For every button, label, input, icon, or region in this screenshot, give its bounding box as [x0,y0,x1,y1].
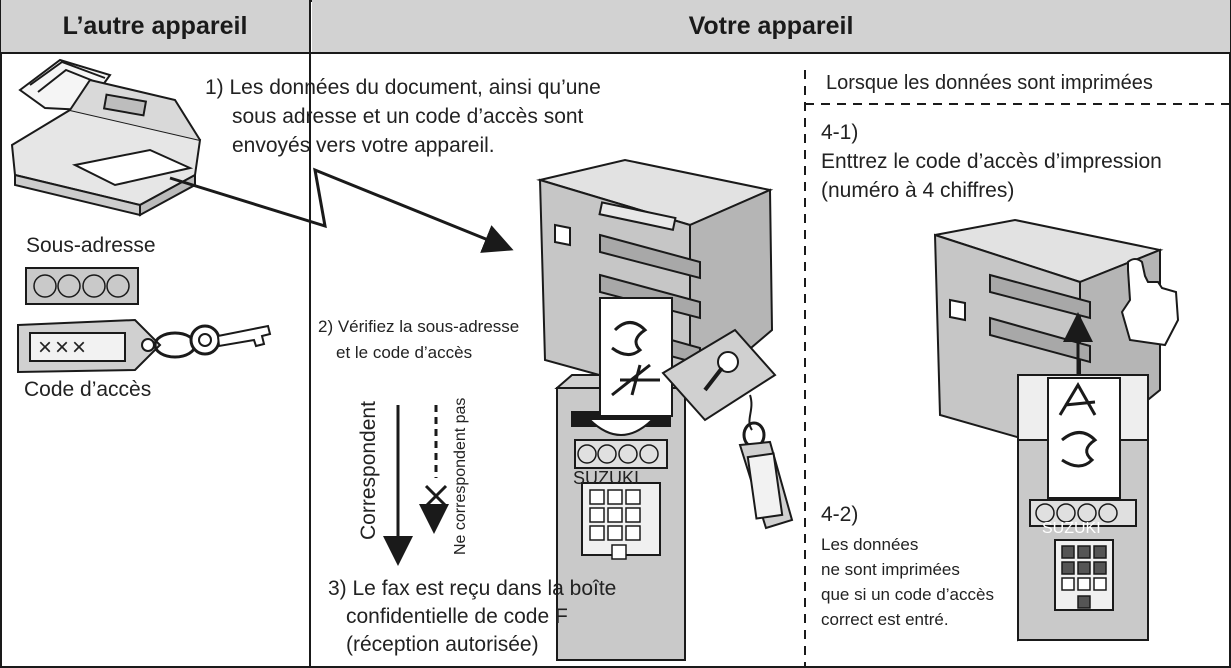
sub-address-label: Sous-adresse [26,234,156,257]
step41-line2: Enttrez le code d’accès d’impression [821,150,1162,173]
right-title: Lorsque les données sont imprimées [826,72,1153,94]
printed-document-icon [1047,377,1121,499]
header-other-device-label: L’autre appareil [62,11,248,40]
step3-line3: (réception autorisée) [346,633,539,656]
transmission-arrow-icon [169,167,514,253]
header-your-device: Votre appareil [312,0,1230,52]
header-your-device-label: Votre appareil [688,11,854,40]
step1-line2: sous adresse et un code d’accès sont [232,105,584,128]
document-sheet-icon [599,297,673,417]
access-tag-card-icon [661,328,794,530]
step42-line5: correct est entré. [821,610,949,629]
match-label: Correspondent [357,401,380,540]
step42-line3: ne sont imprimées [821,560,960,579]
sender-fax-machine-icon [10,58,202,217]
box-brand-label: SUZUKI [573,468,640,488]
header-other-device: L’autre appareil [1,0,309,52]
step42-line1: 4-2) [821,503,859,526]
step42-line2: Les données [821,535,919,554]
step3-line1: 3) Le fax est reçu dans la boîte [328,577,617,600]
step2-line2: et le code d’accès [336,343,473,362]
key-tag-text: ××× [38,334,90,361]
step2-line1: 2) Vérifiez la sous-adresse [318,317,520,336]
hand-pressing-icon [1120,258,1180,347]
step41-line1: 4-1) [821,121,859,144]
access-code-key-icon [17,318,272,374]
step42-line4: que si un code d’accès [821,585,994,604]
access-code-label: Code d’accès [24,378,152,401]
sub-address-circles-icon [25,267,139,305]
step1-line3: envoyés vers votre appareil. [232,134,495,157]
nomatch-label: Ne correspondent pas [452,397,469,555]
box-brand-label-right: SUZUKI [1042,520,1101,537]
step3-line2: confidentielle de code F [346,605,568,628]
reject-x-icon [424,484,448,508]
step41-line3: (numéro à 4 chiffres) [821,179,1015,202]
step1-line1: 1) Les données du document, ainsi qu’une [205,76,601,99]
confidential-mailbox-icon [554,374,703,661]
